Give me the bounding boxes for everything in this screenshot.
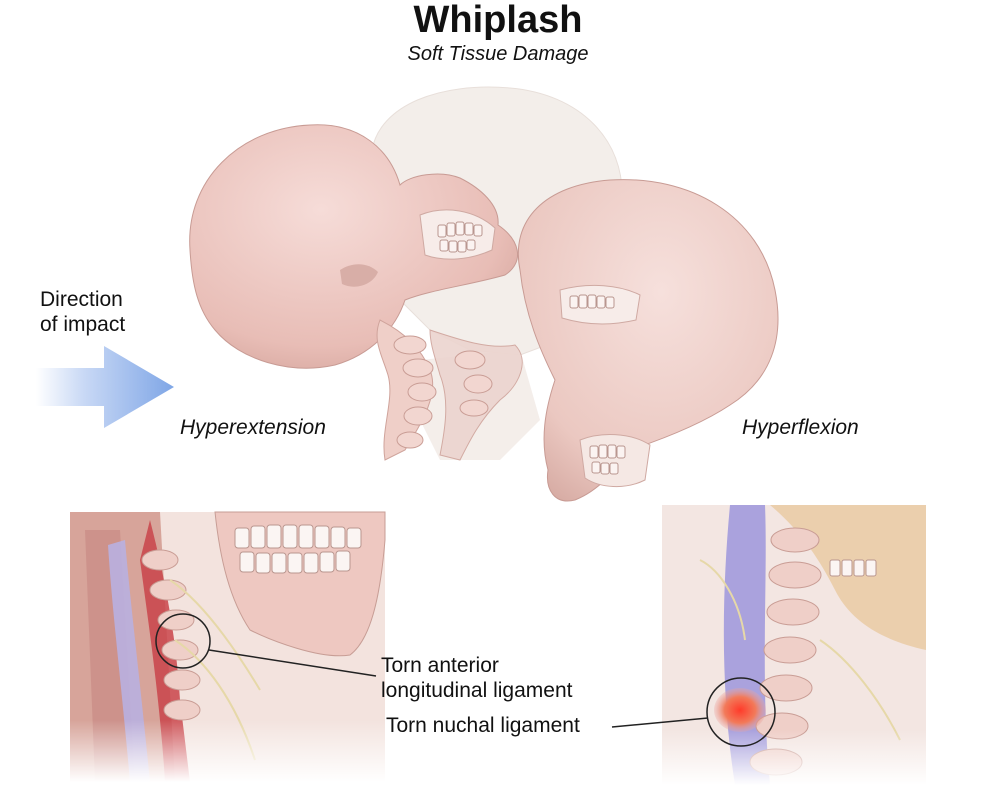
skull-hyperflexion xyxy=(517,179,779,502)
nuchal-ligament-leader xyxy=(611,717,709,728)
detail-posterior-neck xyxy=(611,505,926,785)
hyperflexion-label: Hyperflexion xyxy=(742,416,859,439)
cervical-spine xyxy=(376,319,523,461)
nuchal-ligament-highlight xyxy=(706,677,776,747)
torn-anterior-label-line2: longitudinal ligament xyxy=(381,679,573,702)
detail-anterior-neck xyxy=(70,511,386,782)
direction-label-line1: Direction xyxy=(40,288,123,311)
anterior-ligament-highlight xyxy=(155,613,211,669)
nuchal-injury xyxy=(714,688,766,732)
diagram-subtitle: Soft Tissue Damage xyxy=(407,43,589,65)
skull-hyperextension xyxy=(189,124,519,369)
anterior-ligament-leader xyxy=(208,649,377,677)
hyperextension-label: Hyperextension xyxy=(180,416,326,439)
torn-anterior-label-line1: Torn anterior xyxy=(381,654,499,677)
torn-nuchal-label: Torn nuchal ligament xyxy=(386,714,580,737)
direction-label-line2: of impact xyxy=(40,313,126,336)
impact-arrow xyxy=(36,346,174,428)
diagram-title: Whiplash xyxy=(413,0,583,41)
